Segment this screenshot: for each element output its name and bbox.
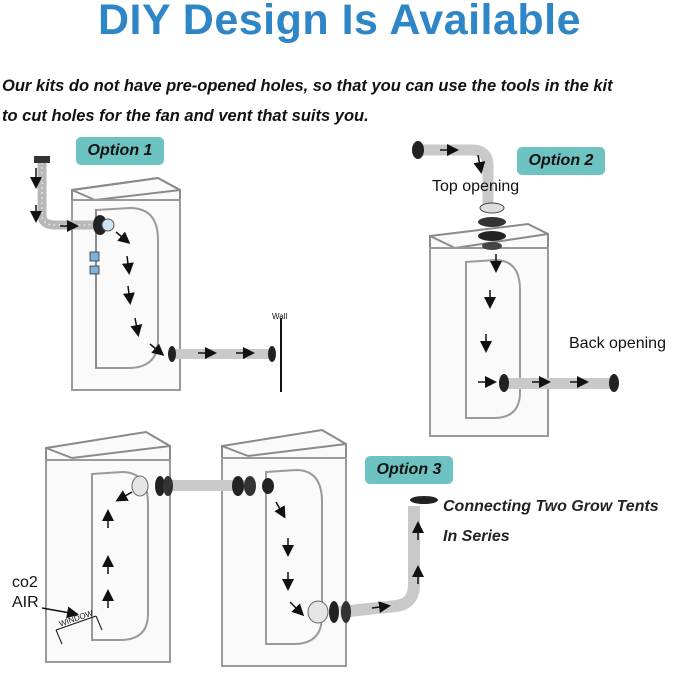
co2-label: co2 [12,574,38,591]
option1-controller [89,251,100,262]
option3-airflow-arrows [102,490,305,617]
option3-tent-right [221,428,347,667]
option2-badge: Option 2 [517,147,605,175]
option3-exhaust-duct [307,496,438,624]
back-opening-label: Back opening [569,335,666,352]
intro-line-1: Our kits do not have pre-opened holes, s… [2,77,613,95]
option2-airflow-arrows [478,254,502,388]
option3-connecting-duct [131,475,274,497]
option1-duct-ribs [41,162,92,226]
air-label: AIR [12,594,39,611]
option3-window [55,615,103,645]
top-opening-label: Top opening [432,178,520,195]
option2-top-duct [412,141,506,250]
series-caption-line-1: Connecting Two Grow Tents [443,498,659,515]
page-title: DIY Design Is Available [97,0,582,44]
series-caption-line-2: In Series [443,528,510,545]
option1-exhaust-duct [168,346,276,362]
option1-badge: Option 1 [76,137,164,165]
option1-airflow-arrows [30,168,165,356]
option1-duct-cap [34,156,50,163]
wall-label: Wall [272,312,288,321]
option2-tent [429,222,549,437]
option1-tent [71,176,181,391]
intro-line-2: to cut holes for the fan and vent that s… [2,107,369,125]
option1-fan-flange [93,215,107,235]
option2-back-duct [499,374,619,392]
option3-badge: Option 3 [365,456,453,484]
